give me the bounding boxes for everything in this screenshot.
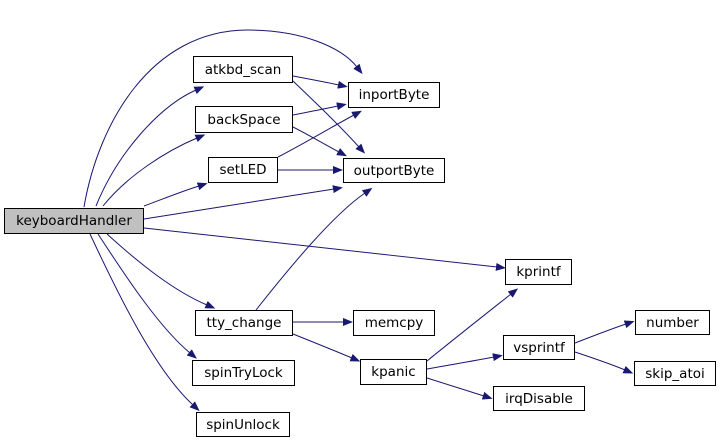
node-spinTryLock[interactable]: spinTryLock [192,360,295,386]
edge-keyboardHandler-to-outportByte [143,185,343,220]
edge-kpanic-to-vsprintf [426,353,503,370]
edge-vsprintf-to-skip_atoi [574,351,634,374]
node-label-spinUnlock: spinUnlock [206,416,280,433]
edge-keyboardHandler-to-atkbd_scan [95,86,205,207]
node-keyboardHandler[interactable]: keyboardHandler [4,208,144,234]
edge-keyboardHandler-to-spinUnlock [89,233,200,412]
node-kprintf[interactable]: kprintf [505,259,572,285]
node-label-kprintf: kprintf [516,264,561,280]
node-label-skip_atoi: skip_atoi [645,365,705,382]
node-tty_change[interactable]: tty_change [195,310,293,336]
edge-vsprintf-to-number [574,320,635,344]
node-label-irqDisable: irqDisable [505,390,573,407]
node-label-memcpy: memcpy [364,315,424,331]
node-label-outportByte: outportByte [353,162,435,179]
edge-atkbd_scan-to-outportByte [292,80,366,154]
edge-backSpace-to-outportByte [292,126,347,157]
node-label-atkbd_scan: atkbd_scan [204,61,282,78]
node-label-number: number [646,314,699,331]
node-number[interactable]: number [635,310,710,335]
edge-backSpace-to-inportByte [292,102,347,116]
edge-kpanic-to-kprintf [426,288,519,362]
node-irqDisable[interactable]: irqDisable [493,386,585,411]
node-label-keyboardHandler: keyboardHandler [16,213,132,229]
node-backSpace[interactable]: backSpace [195,106,293,133]
node-atkbd_scan[interactable]: atkbd_scan [193,56,293,83]
node-inportByte[interactable]: inportByte [348,82,440,108]
node-outportByte[interactable]: outportByte [343,158,445,183]
node-label-setLED: setLED [219,162,267,178]
node-skip_atoi[interactable]: skip_atoi [634,361,716,386]
node-memcpy[interactable]: memcpy [353,310,435,336]
edge-keyboardHandler-to-tty_change [106,233,216,309]
node-kpanic[interactable]: kpanic [360,359,427,385]
node-label-tty_change: tty_change [206,315,282,331]
edge-atkbd_scan-to-inportByte [292,75,348,89]
node-label-kpanic: kpanic [371,364,416,380]
node-vsprintf[interactable]: vsprintf [503,335,575,360]
edge-kpanic-to-irqDisable [426,377,493,400]
node-spinUnlock[interactable]: spinUnlock [196,412,290,437]
edge-keyboardHandler-to-inportByte [83,29,363,208]
node-label-backSpace: backSpace [207,111,281,128]
edge-keyboardHandler-to-setLED [143,182,208,207]
edge-tty_change-to-kpanic [292,333,361,362]
edge-keyboardHandler-to-backSpace [102,134,206,207]
node-label-spinTryLock: spinTryLock [204,365,283,381]
node-label-inportByte: inportByte [358,87,430,103]
edge-tty_change-to-outportByte [255,187,373,311]
node-label-vsprintf: vsprintf [513,339,565,356]
edge-setLED-to-inportByte [277,110,362,158]
edge-keyboardHandler-to-spinTryLock [97,233,197,359]
node-setLED[interactable]: setLED [208,157,278,183]
